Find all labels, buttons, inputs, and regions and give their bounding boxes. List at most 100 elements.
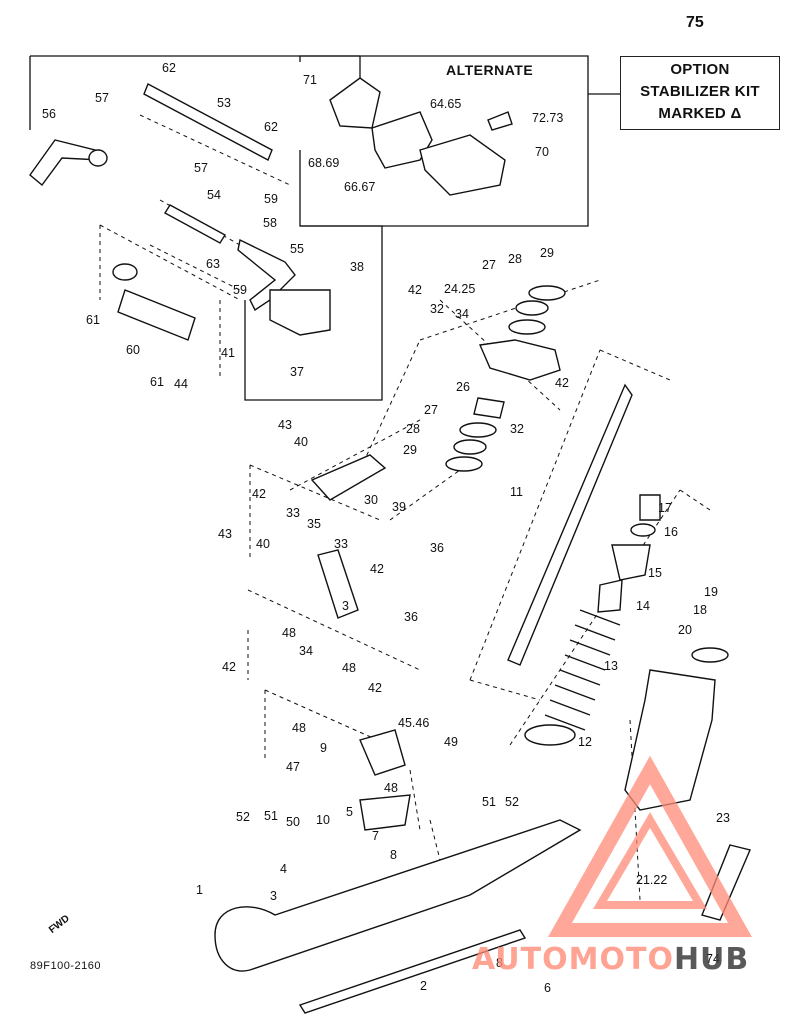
callout-40: 40 xyxy=(256,537,270,551)
callout-8: 8 xyxy=(496,956,503,970)
part-16-collar xyxy=(630,523,656,537)
callout-4: 4 xyxy=(280,862,287,876)
callout-66-67: 66.67 xyxy=(344,180,375,194)
part-13-spring xyxy=(544,609,621,731)
part-2-skeg xyxy=(298,929,527,1014)
part-28-bush xyxy=(515,300,549,316)
callout-48: 48 xyxy=(342,661,356,675)
alternate-frame xyxy=(299,55,589,227)
callout-36: 36 xyxy=(404,610,418,624)
callout-5: 5 xyxy=(346,805,353,819)
callout-48: 48 xyxy=(292,721,306,735)
callout-7: 7 xyxy=(372,829,379,843)
callout-35: 35 xyxy=(307,517,321,531)
callout-42: 42 xyxy=(555,376,569,390)
callout-21-22: 21.22 xyxy=(636,873,667,887)
callout-38: 38 xyxy=(350,260,364,274)
callout-27: 27 xyxy=(424,403,438,417)
callout-39: 39 xyxy=(392,500,406,514)
option-line-2: STABILIZER KIT xyxy=(640,83,760,100)
part-28-bush-2 xyxy=(453,439,487,455)
callout-62: 62 xyxy=(162,61,176,75)
callout-24-25: 24.25 xyxy=(444,282,475,296)
part-26-bush xyxy=(473,397,505,419)
callout-48: 48 xyxy=(384,781,398,795)
part-68-bracket xyxy=(329,77,381,129)
part-27-washer xyxy=(508,319,546,335)
callout-74: 74 xyxy=(706,952,720,966)
part-56-boss xyxy=(88,149,108,167)
callout-45-46: 45.46 xyxy=(398,716,429,730)
callout-27: 27 xyxy=(482,258,496,272)
callout-8: 8 xyxy=(390,848,397,862)
callout-30: 30 xyxy=(364,493,378,507)
callout-28: 28 xyxy=(406,422,420,436)
callout-42: 42 xyxy=(368,681,382,695)
page-number: 75 xyxy=(686,14,704,31)
part-64-cover xyxy=(419,134,506,196)
callout-26: 26 xyxy=(456,380,470,394)
callout-32: 32 xyxy=(430,302,444,316)
callout-56: 56 xyxy=(42,107,56,121)
callout-51: 51 xyxy=(482,795,496,809)
part-15-boot xyxy=(611,544,651,581)
callout-61: 61 xyxy=(150,375,164,389)
alternate-label: ALTERNATE xyxy=(446,62,534,78)
callout-33: 33 xyxy=(334,537,348,551)
callout-28: 28 xyxy=(508,252,522,266)
callout-2: 2 xyxy=(420,979,427,993)
document-code: 89F100-2160 xyxy=(30,960,101,972)
callout-64-65: 64.65 xyxy=(430,97,461,111)
part-60-grip xyxy=(117,289,196,341)
part-17-cap xyxy=(639,494,661,521)
callout-57: 57 xyxy=(194,161,208,175)
callout-54: 54 xyxy=(207,188,221,202)
callout-29: 29 xyxy=(403,443,417,457)
callout-43: 43 xyxy=(278,418,292,432)
part-55-lever xyxy=(237,238,296,312)
watermark-part2: HUB xyxy=(673,942,750,977)
part-29-washer-2 xyxy=(445,456,483,472)
callout-19: 19 xyxy=(704,585,718,599)
callout-51: 51 xyxy=(264,809,278,823)
upper-assembly-frame xyxy=(29,55,383,401)
callout-36: 36 xyxy=(430,541,444,555)
part-14-bump xyxy=(597,579,623,613)
callout-42: 42 xyxy=(370,562,384,576)
part-72-pad xyxy=(487,111,513,131)
callout-55: 55 xyxy=(290,242,304,256)
callout-6: 6 xyxy=(544,981,551,995)
watermark-part1: AUTOMOTO xyxy=(472,942,674,977)
callout-60: 60 xyxy=(126,343,140,357)
part-54-shaft xyxy=(164,204,226,244)
callout-33: 33 xyxy=(286,506,300,520)
watermark-logo xyxy=(548,755,752,937)
callout-53: 53 xyxy=(217,96,231,110)
callout-49: 49 xyxy=(444,735,458,749)
callout-10: 10 xyxy=(316,813,330,827)
callout-12: 12 xyxy=(578,735,592,749)
callout-16: 16 xyxy=(664,525,678,539)
callout-47: 47 xyxy=(286,760,300,774)
callout-13: 13 xyxy=(604,659,618,673)
callout-72-73: 72.73 xyxy=(532,111,563,125)
callout-34: 34 xyxy=(455,307,469,321)
part-24-arm xyxy=(478,339,561,381)
callout-48: 48 xyxy=(282,626,296,640)
callout-3: 3 xyxy=(342,599,349,613)
callout-32: 32 xyxy=(510,422,524,436)
callout-23: 23 xyxy=(716,811,730,825)
callout-11: 11 xyxy=(510,485,523,499)
part-56-lever xyxy=(29,139,102,187)
part-20-seat xyxy=(691,647,729,663)
callout-50: 50 xyxy=(286,815,300,829)
callout-44: 44 xyxy=(174,377,188,391)
callout-20: 20 xyxy=(678,623,692,637)
callout-34: 34 xyxy=(299,644,313,658)
callout-18: 18 xyxy=(693,603,707,617)
callout-9: 9 xyxy=(320,741,327,755)
part-3-link xyxy=(317,549,359,619)
callout-59: 59 xyxy=(264,192,278,206)
